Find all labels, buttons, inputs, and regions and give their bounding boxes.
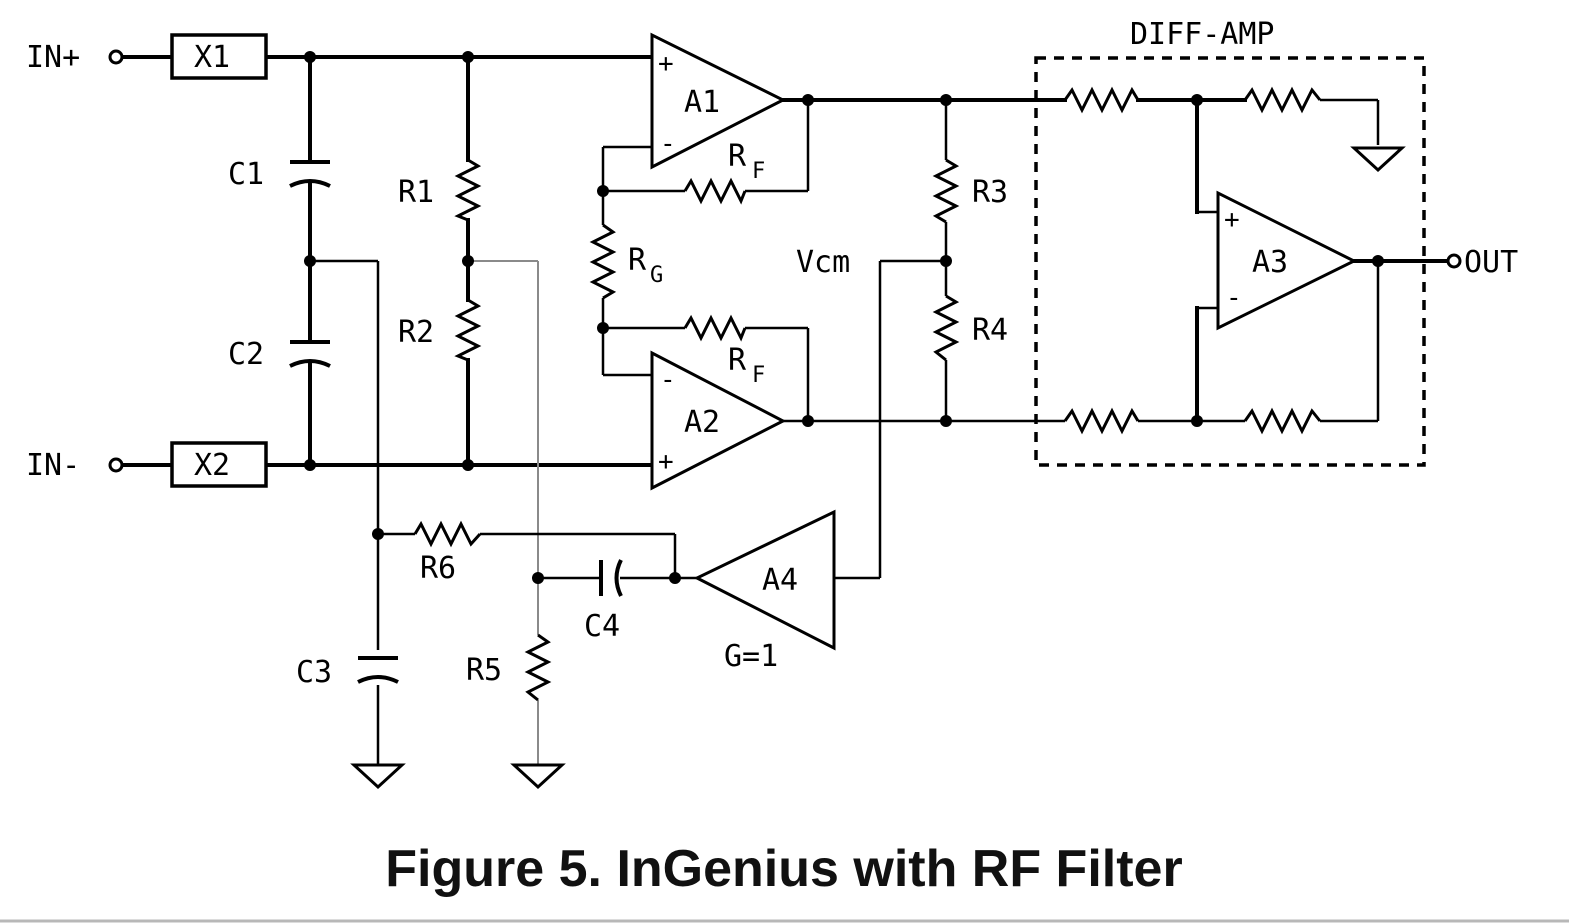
x1-label: X1 [194, 40, 230, 75]
rf1-resistor [683, 177, 747, 205]
diff-amp-resistor-top-right [1243, 86, 1322, 114]
c1-capacitor [289, 160, 331, 188]
rf1-label-sub: F [752, 159, 765, 184]
a2-minus-pin: - [660, 365, 676, 395]
diff-amp-boundary [1034, 56, 1426, 467]
a1-plus-pin: + [658, 49, 674, 79]
junction-dots [304, 51, 1384, 584]
x2-label: X2 [194, 448, 230, 483]
r1-label: R1 [398, 175, 434, 210]
rf1-label: R F [728, 139, 765, 184]
r2-resistor [454, 298, 482, 362]
diff-amp-resistor-bottom-right [1243, 407, 1322, 435]
wires [120, 55, 1450, 765]
a1-opamp [650, 32, 787, 170]
c3-label: C3 [296, 655, 332, 690]
ground-icon [350, 763, 406, 790]
c4-capacitor [599, 559, 623, 597]
a3-minus-pin: - [1226, 283, 1242, 313]
rg-label-sub: G [650, 263, 663, 288]
r3-label: R3 [972, 175, 1008, 210]
rg-resistor [589, 223, 617, 300]
ground-icon [1350, 146, 1406, 173]
a3-opamp [1216, 190, 1358, 331]
c4-label: C4 [584, 609, 620, 644]
in-plus-terminal [108, 49, 124, 65]
a2-label: A2 [684, 405, 720, 440]
diff-amp-label: DIFF-AMP [1130, 17, 1275, 52]
rf2-label-main: R [728, 343, 747, 378]
rf2-label: R F [728, 343, 765, 388]
in-plus-label: IN+ [26, 40, 80, 75]
r5-label: R5 [466, 653, 502, 688]
c2-capacitor [289, 340, 331, 368]
r4-resistor [932, 294, 960, 362]
diff-amp-resistor-bottom-left [1063, 407, 1140, 435]
r6-label: R6 [420, 551, 456, 586]
rg-label: R G [628, 243, 663, 288]
out-terminal [1446, 253, 1462, 269]
a4-gain-label: G=1 [724, 639, 778, 674]
in-minus-label: IN- [26, 448, 80, 483]
r3-resistor [932, 158, 960, 224]
a3-plus-pin: + [1224, 205, 1240, 235]
c2-label: C2 [228, 337, 264, 372]
a2-plus-pin: + [658, 447, 674, 477]
a2-opamp [650, 350, 787, 491]
r5-resistor [524, 633, 552, 702]
a1-label: A1 [684, 85, 720, 120]
diff-amp-resistor-top-left [1063, 86, 1140, 114]
r1-resistor [454, 158, 482, 222]
rf2-label-sub: F [752, 363, 765, 388]
rg-label-main: R [628, 243, 647, 278]
in-minus-terminal [108, 457, 124, 473]
x1-block [170, 33, 268, 80]
ground-icon [510, 763, 566, 790]
r6-resistor [413, 520, 482, 548]
a1-minus-pin: - [660, 129, 676, 159]
a3-label: A3 [1252, 245, 1288, 280]
r4-label: R4 [972, 313, 1008, 348]
vcm-label: Vcm [796, 245, 850, 280]
figure-caption: Figure 5. InGenius with RF Filter [385, 840, 1182, 898]
a4-buffer [693, 509, 836, 651]
c3-capacitor [357, 656, 399, 684]
c1-label: C1 [228, 157, 264, 192]
x2-block [170, 441, 268, 488]
r2-label: R2 [398, 315, 434, 350]
rf1-label-main: R [728, 139, 747, 174]
out-label: OUT [1464, 245, 1518, 280]
a4-label: A4 [762, 563, 798, 598]
rf2-resistor [683, 314, 747, 342]
